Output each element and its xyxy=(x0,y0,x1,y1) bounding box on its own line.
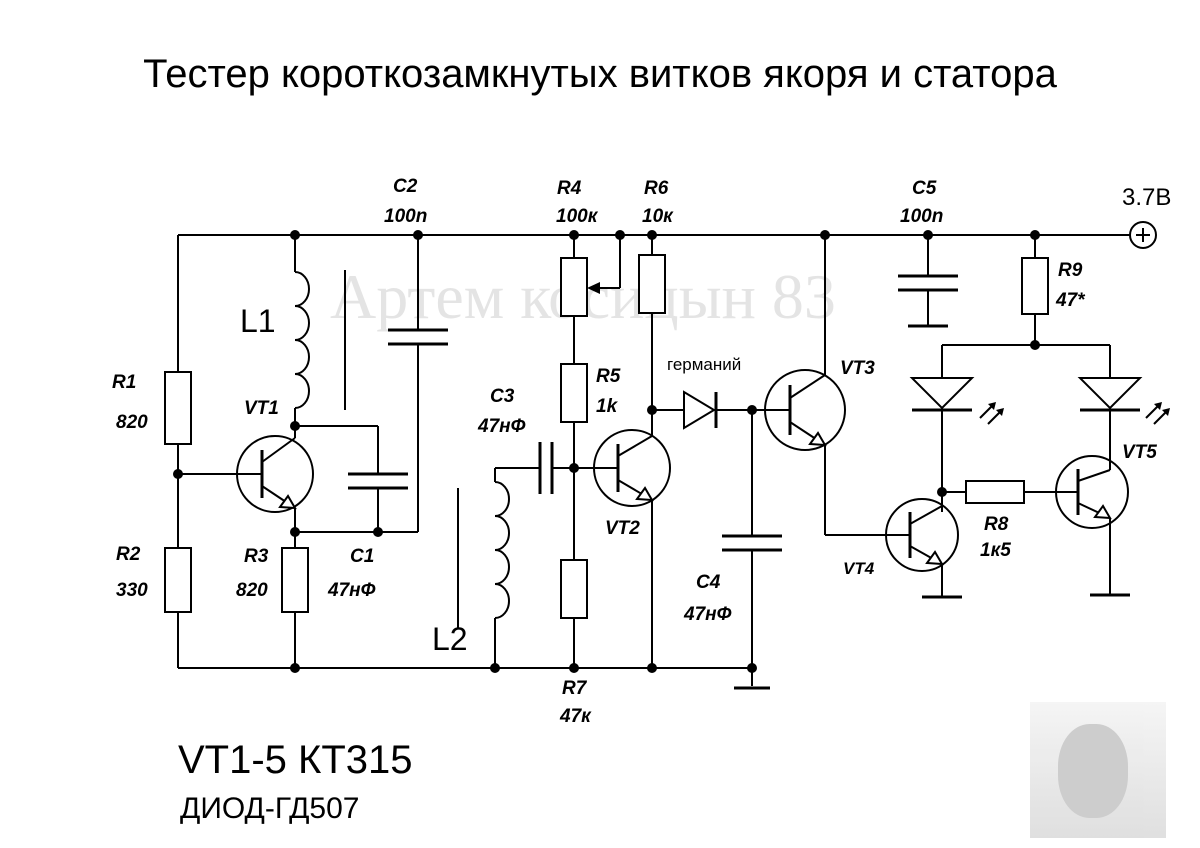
resistor-r3 xyxy=(281,547,309,613)
transistor-type-note: VT1-5 КТ315 xyxy=(178,738,413,782)
resistor-r7 xyxy=(560,559,588,619)
label-r6-value: 10к xyxy=(642,206,674,227)
label-r2-value: 330 xyxy=(116,580,148,601)
label-r3-value: 820 xyxy=(236,580,268,601)
label-c4-value: 47нФ xyxy=(683,604,732,625)
potentiometer-r4 xyxy=(560,257,588,317)
label-diode: германий xyxy=(667,355,741,374)
label-r7-value: 47к xyxy=(559,706,592,727)
diode-type-note: ДИОД-ГД507 xyxy=(180,792,360,825)
label-r4-value: 100к xyxy=(556,206,599,227)
transistor-vt5 xyxy=(1055,455,1130,597)
label-r6: R6 xyxy=(644,178,669,199)
label-c5: C5 xyxy=(912,178,937,199)
label-c5-value: 100n xyxy=(900,206,943,227)
label-l1: L1 xyxy=(240,303,276,339)
potentiometer-wiper xyxy=(587,282,600,294)
resistor-r9 xyxy=(1021,257,1049,315)
label-r3: R3 xyxy=(244,546,269,567)
resistor-r1 xyxy=(164,371,192,445)
led-1 xyxy=(909,377,975,410)
label-r7: R7 xyxy=(562,678,588,699)
label-c3: C3 xyxy=(490,386,515,407)
label-vt1: VT1 xyxy=(244,398,279,419)
label-vt4: VT4 xyxy=(843,559,875,578)
label-r8: R8 xyxy=(984,514,1009,535)
label-vt5: VT5 xyxy=(1122,442,1157,463)
label-vt3: VT3 xyxy=(840,358,875,379)
label-r5-value: 1k xyxy=(596,396,619,417)
inductor-l2 xyxy=(494,481,510,619)
label-c1-value: 47нФ xyxy=(327,580,376,601)
author-photo xyxy=(1030,702,1166,838)
transistor-vt1 xyxy=(236,426,314,530)
transistor-vt4 xyxy=(885,498,962,599)
label-l2: L2 xyxy=(432,621,468,657)
led-1-light-arrows xyxy=(979,402,1004,425)
label-r8-value: 1к5 xyxy=(980,540,1011,561)
diode-germanium xyxy=(683,390,716,430)
page-title: Тестер короткозамкнутых витков якоря и с… xyxy=(143,52,1057,96)
label-r1: R1 xyxy=(112,372,136,393)
label-c3-value: 47нФ xyxy=(477,416,526,437)
label-c2-value: 100n xyxy=(384,206,427,227)
led-2 xyxy=(1077,377,1143,410)
resistor-r5 xyxy=(560,363,588,423)
author-face xyxy=(1058,724,1128,818)
label-r4: R4 xyxy=(557,178,582,199)
inductor-l1 xyxy=(294,271,310,409)
label-r9: R9 xyxy=(1058,260,1083,281)
label-vt2: VT2 xyxy=(605,518,640,539)
label-r5: R5 xyxy=(596,366,621,387)
transistor-vt2 xyxy=(593,429,671,668)
transistor-vt3 xyxy=(764,235,895,536)
label-r1-value: 820 xyxy=(116,412,148,433)
label-r2: R2 xyxy=(116,544,141,565)
resistor-r2 xyxy=(164,547,192,613)
label-c1: C1 xyxy=(350,546,374,567)
resistor-r6 xyxy=(638,254,666,314)
resistor-r8 xyxy=(965,480,1025,504)
supply-voltage-label: 3.7В xyxy=(1122,184,1171,211)
label-c2: C2 xyxy=(393,176,418,197)
led-2-light-arrows xyxy=(1145,402,1170,425)
label-r9-value: 47* xyxy=(1055,290,1086,311)
label-c4: C4 xyxy=(696,572,721,593)
